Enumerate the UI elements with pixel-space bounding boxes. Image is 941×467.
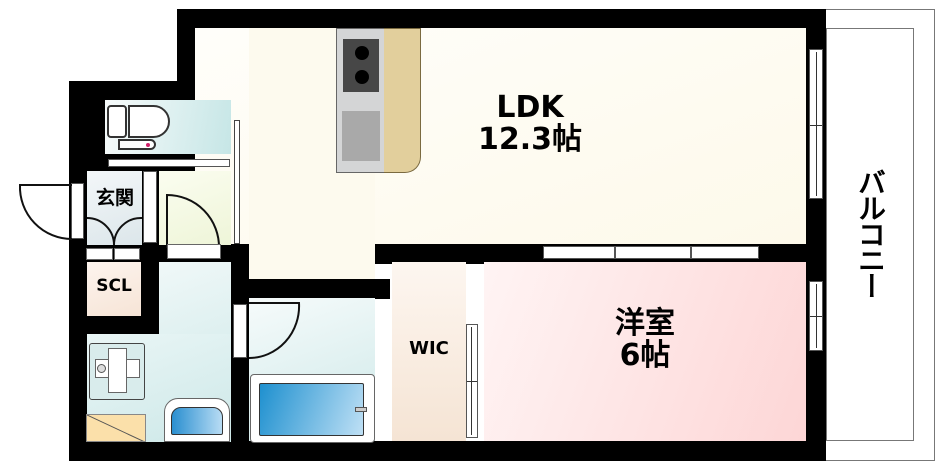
western-room-label: 洋室 6帖 (560, 308, 730, 371)
balcony-inner (826, 28, 914, 441)
window-frame-icon (816, 52, 817, 196)
entrance-cabinet-door[interactable] (114, 248, 140, 260)
bathtub (250, 374, 375, 443)
shoe-cabinet-doors-icon (87, 216, 142, 245)
scl-closet[interactable] (87, 262, 141, 316)
wall-bottom (69, 441, 826, 461)
front-door-swing-icon (18, 184, 73, 240)
kitchen-stove-unit (336, 28, 385, 173)
hallway-side-strip (234, 120, 240, 244)
bedroom-balcony-window[interactable] (809, 281, 823, 351)
entrance-post (143, 171, 157, 243)
wall-bath-top (230, 279, 390, 299)
wic-label: WIC (409, 338, 449, 359)
toilet-bowl-icon (128, 105, 170, 138)
shelf-diagonal-icon (87, 415, 144, 441)
entrance-area[interactable] (87, 171, 142, 245)
sink-icon (342, 111, 380, 161)
entrance-cabinet-door[interactable] (86, 248, 113, 260)
western-room-name: 洋室 (615, 306, 675, 341)
western-room[interactable] (484, 262, 806, 441)
bathtub-basin-icon (259, 383, 364, 436)
kitchen-counter (384, 28, 421, 173)
basin-bowl-icon (171, 407, 223, 435)
window-handle-icon (810, 125, 822, 126)
bathroom-door[interactable] (233, 304, 247, 358)
ldk-size: 12.3帖 (477, 121, 583, 157)
bedroom-sliding-door[interactable] (691, 246, 759, 259)
bathroom-door-swing-icon (248, 302, 301, 360)
ldk-label: LDK 12.3帖 (440, 92, 620, 155)
hallway-door-swing-icon (166, 193, 221, 249)
washbasin (164, 398, 230, 442)
ldk-balcony-window[interactable] (809, 49, 823, 199)
drain-hole-icon (97, 364, 106, 373)
ldk-name: LDK (496, 90, 564, 125)
burner-icon (355, 46, 369, 60)
window-handle-icon (810, 316, 822, 317)
wall-left-upper (177, 9, 195, 85)
burner-icon (355, 70, 369, 84)
wic-closet[interactable] (392, 262, 466, 441)
toilet-tank-icon (107, 105, 127, 138)
stove-top (343, 39, 379, 92)
entrance-label: 玄関 (95, 187, 134, 209)
hallway-door[interactable] (167, 244, 221, 259)
faucet-icon (355, 407, 367, 412)
washer-pan (89, 343, 145, 400)
storage-shelf (86, 414, 146, 442)
drain-cross-icon (108, 348, 127, 393)
bedroom-sliding-door[interactable] (615, 246, 691, 259)
wall-top (177, 9, 826, 28)
hallway[interactable] (159, 171, 231, 245)
front-door[interactable] (71, 183, 84, 239)
balcony-label: バルコニー (854, 168, 887, 298)
western-room-size: 6帖 (619, 337, 671, 373)
scl-label: SCL (96, 276, 132, 296)
remote-button-icon (146, 143, 150, 147)
toilet-door[interactable] (108, 159, 230, 167)
wic-sliding-door[interactable] (466, 324, 478, 438)
toilet-remote-icon (118, 139, 156, 150)
bedroom-sliding-door[interactable] (543, 246, 615, 259)
door-handle-icon (467, 381, 477, 382)
